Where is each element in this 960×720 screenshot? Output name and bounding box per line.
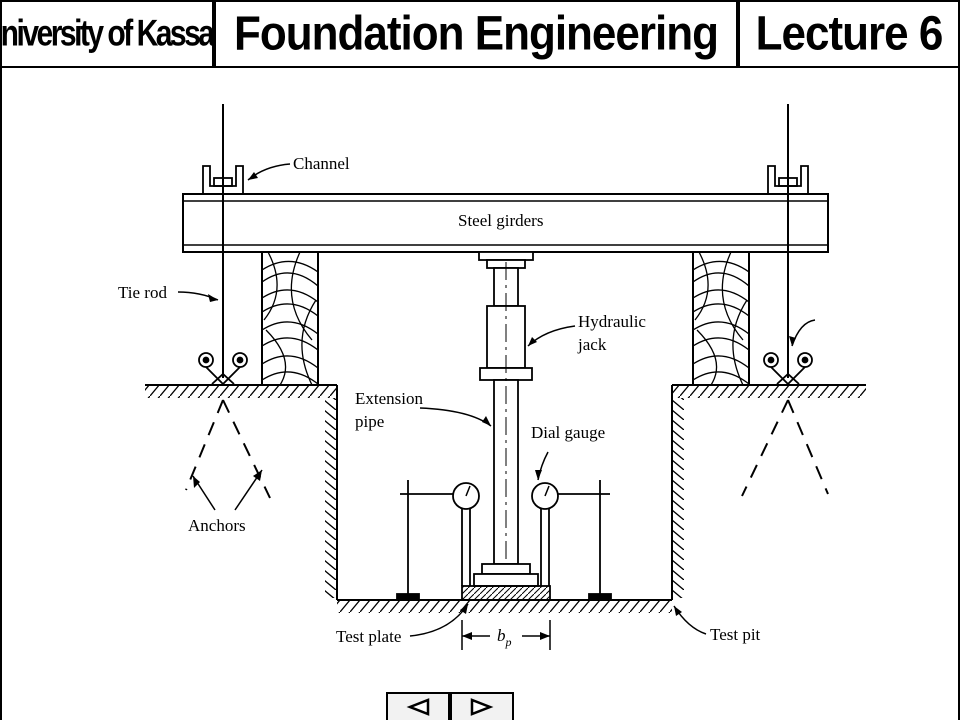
anchor-assembly-right [763,352,813,386]
label-hydraulic-jack-line2: jack [577,335,607,354]
steel-girders [182,193,829,253]
test-plate [461,585,551,601]
ground-right [672,384,866,398]
previous-slide-button[interactable] [386,692,450,720]
slide-frame [0,68,960,720]
label-channel: Channel [293,154,350,173]
label-bp-main: b [497,626,506,645]
anchors-right [741,399,829,497]
arrowheads [193,172,796,640]
label-test-plate: Test plate [336,627,401,646]
university-title: University of Kassala [0,0,214,68]
label-dial-gauge: Dial gauge [531,423,605,442]
anchors-left [185,399,271,499]
label-tie-rod: Tie rod [118,283,167,302]
label-bp-subscript: p [505,635,512,649]
anchor-assembly-left [198,352,248,386]
label-extension-pipe-line1: Extension [355,389,423,408]
label-anchors: Anchors [188,516,246,535]
next-slide-button[interactable] [450,692,514,720]
label-extension-pipe-line2: pipe [355,412,384,431]
lecture-title: Lecture 6 [738,0,960,68]
dial-gauge-right [531,480,612,601]
label-test-pit: Test pit [710,625,761,644]
label-bp: bp [497,626,512,649]
triangle-left-icon [406,698,430,716]
ground-left [145,384,337,398]
triangle-right-icon [470,698,494,716]
timber-cribbing-left [261,251,319,386]
label-hydraulic-jack-line1: Hydraulic [578,312,646,331]
course-title: Foundation Engineering [214,0,738,68]
dial-gauge-left [396,480,480,601]
timber-cribbing-right [692,251,750,386]
label-steel-girders: Steel girders [458,211,543,230]
extension-pipe [473,262,539,587]
plate-load-test-diagram: Channel Steel girders Tie rod Hydraulic … [118,104,866,650]
